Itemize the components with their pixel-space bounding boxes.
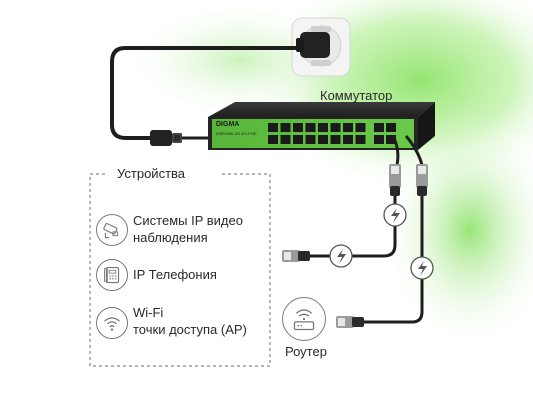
switch-port	[355, 123, 366, 132]
power-cable	[110, 46, 299, 140]
switch-port	[280, 135, 291, 144]
devices-title: Устройства	[117, 166, 186, 181]
power-connector-icon	[150, 130, 182, 146]
switch-model: DSP208S-2G-EX-POE	[216, 131, 257, 136]
switch-port	[268, 135, 278, 144]
switch-port	[318, 123, 328, 132]
cameras-label-line2: наблюдения	[133, 230, 208, 245]
ip-phone-icon	[96, 259, 128, 291]
switch-port	[318, 135, 328, 144]
switch-port	[305, 135, 316, 144]
phones-label: IP Телефония	[133, 267, 217, 282]
rj45-connector-icon	[336, 316, 364, 328]
switch-brand: DIGMA	[216, 121, 240, 128]
switch-port	[305, 123, 316, 132]
poe-cable-devices	[308, 196, 397, 258]
switch-port	[330, 135, 341, 144]
lightning-icon	[329, 244, 353, 268]
cameras-label-line1: Системы IP видео	[133, 213, 243, 228]
router-label: Роутер	[285, 344, 327, 359]
router-icon	[282, 297, 326, 341]
rj45-connector-icon	[282, 250, 310, 262]
switch-device	[208, 102, 435, 150]
wifi-icon	[96, 307, 128, 339]
switch-port	[343, 135, 353, 144]
switch-port	[330, 123, 341, 132]
switch-uplink-port	[386, 135, 396, 144]
switch-port	[268, 123, 278, 132]
uplink-cable-1	[391, 135, 400, 166]
rj45-connector-icon	[416, 164, 428, 196]
lightning-icon	[410, 256, 434, 280]
wifi-label-line2: точки доступа (AP)	[133, 322, 247, 337]
switch-port	[280, 123, 291, 132]
uplink-cable-2	[404, 135, 424, 166]
switch-port	[355, 135, 366, 144]
switch-uplink-port	[374, 135, 384, 144]
wifi-label-line1: Wi-Fi	[133, 305, 164, 320]
switch-label: Коммутатор	[320, 88, 393, 103]
switch-port	[293, 135, 303, 144]
switch-port	[343, 123, 353, 132]
switch-uplink-port	[386, 123, 396, 132]
cctv-camera-icon	[96, 214, 128, 246]
rj45-connector-icon	[389, 164, 401, 196]
switch-port	[293, 123, 303, 132]
power-plug-icon	[296, 32, 330, 58]
devices-frame	[89, 173, 271, 367]
switch-uplink-port	[374, 123, 384, 132]
lightning-icon	[383, 203, 407, 227]
cable-router	[362, 196, 424, 324]
